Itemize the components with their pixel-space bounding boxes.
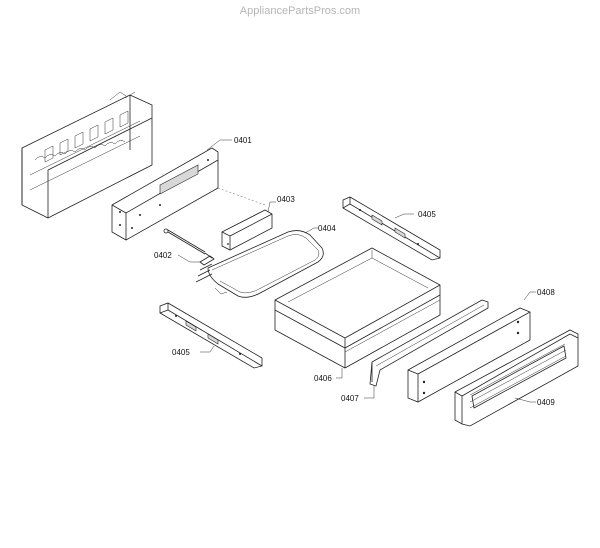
oven-frame-context — [21, 91, 153, 219]
part-0401-rear-panel[interactable] — [111, 147, 219, 241]
part-0402-temperature-sensor[interactable] — [163, 228, 215, 266]
callout-0408: 0408 — [537, 288, 555, 297]
callout-0401: 0401 — [234, 136, 252, 145]
part-0404-warming-element[interactable] — [195, 230, 324, 298]
callout-0402: 0402 — [154, 251, 172, 260]
part-0403-heat-shield[interactable] — [221, 209, 273, 251]
part-0405-drawer-slide-right[interactable] — [342, 196, 441, 261]
watermark-text: AppliancePartsPros.com — [240, 5, 360, 17]
part-0405-drawer-slide-left[interactable] — [159, 302, 263, 369]
part-0406-drawer-pan[interactable] — [274, 247, 441, 369]
callout-0409: 0409 — [537, 398, 555, 407]
part-0408-inner-drawer-front[interactable] — [407, 307, 531, 403]
callout-0404: 0404 — [318, 224, 336, 233]
callout-0403: 0403 — [277, 195, 295, 204]
callout-0407: 0407 — [341, 394, 359, 403]
part-0409-outer-drawer-front[interactable] — [454, 329, 579, 427]
part-0407-drawer-gasket[interactable] — [369, 299, 489, 387]
callout-0405-left: 0405 — [172, 348, 190, 357]
callout-0405-top: 0405 — [418, 210, 436, 219]
callout-0406: 0406 — [314, 374, 332, 383]
